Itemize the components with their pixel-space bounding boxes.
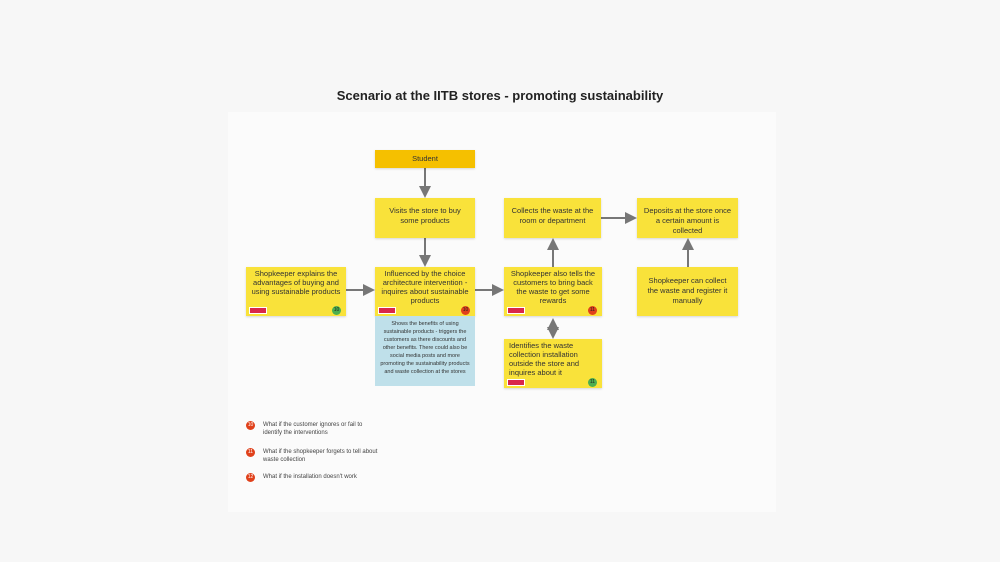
legend-text: What if the customer ignores or fail to … xyxy=(263,422,363,436)
node-label: Visits the store to buy some products xyxy=(389,206,461,225)
badge: 11 xyxy=(588,378,597,387)
tag-label xyxy=(249,307,267,314)
node-tells[interactable]: Shopkeeper also tells the customers to b… xyxy=(504,267,602,316)
node-influenced-note[interactable]: Shows the benefits of using sustainable … xyxy=(375,316,475,386)
legend-badge: 12 xyxy=(246,473,255,482)
tag-label xyxy=(378,307,396,314)
node-identifies[interactable]: Identifies the waste collection installa… xyxy=(504,339,602,388)
node-label: Influenced by the choice architecture in… xyxy=(381,269,469,305)
legend-badge: 10 xyxy=(246,421,255,430)
badge: 10 xyxy=(332,306,341,315)
node-label: Identifies the waste collection installa… xyxy=(509,341,580,377)
node-label: Deposits at the store once a certain amo… xyxy=(643,206,732,235)
node-influenced[interactable]: Influenced by the choice architecture in… xyxy=(375,267,475,316)
node-label: Student xyxy=(412,154,438,163)
tag-label xyxy=(507,307,525,314)
node-deposits[interactable]: Deposits at the store once a certain amo… xyxy=(637,198,738,238)
node-label: Collects the waste at the room or depart… xyxy=(511,206,594,225)
page-title: Scenario at the IITB stores - promoting … xyxy=(336,88,664,103)
tag-label xyxy=(507,379,525,386)
legend-text: What if the shopkeeper forgets to tell a… xyxy=(263,449,378,463)
node-collects[interactable]: Collects the waste at the room or depart… xyxy=(504,198,601,238)
node-manual[interactable]: Shopkeeper can collect the waste and reg… xyxy=(637,267,738,316)
node-explains[interactable]: Shopkeeper explains the advantages of bu… xyxy=(246,267,346,316)
badge: 10 xyxy=(461,306,470,315)
node-student[interactable]: Student xyxy=(375,150,475,168)
node-label: Shopkeeper can collect the waste and reg… xyxy=(647,276,728,305)
badge: 11 xyxy=(588,306,597,315)
note-text: Shows the benefits of using sustainable … xyxy=(380,321,470,375)
node-label: Shopkeeper explains the advantages of bu… xyxy=(251,269,341,296)
legend-badge: 11 xyxy=(246,448,255,457)
node-visits[interactable]: Visits the store to buy some products xyxy=(375,198,475,238)
node-label: Shopkeeper also tells the customers to b… xyxy=(510,269,596,305)
legend-text: What if the installation doesn't work xyxy=(263,474,357,480)
